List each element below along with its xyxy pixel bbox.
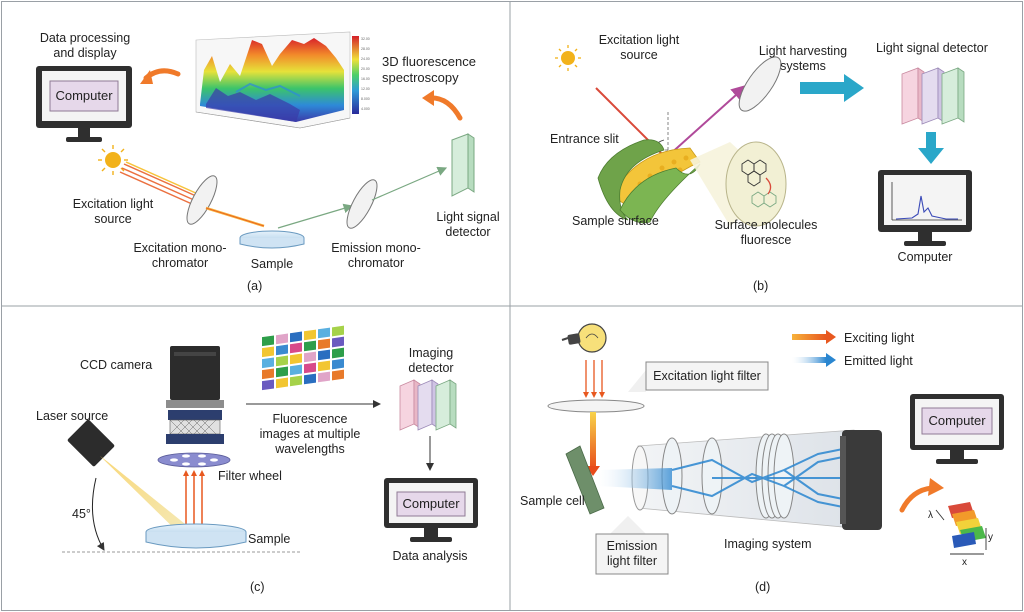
spectrum-3d-plot: 32.00 28.00 24.00 20.00 16.00 12.00 8.000 4.0… [195, 31, 370, 129]
label-detector-a: Light signal detector [436, 210, 500, 239]
label-excitation-filter: Excitation light filter [653, 369, 761, 383]
label-angle: 45° [72, 507, 91, 521]
label-fluor-images: Fluorescence images at multiple waveleng… [259, 412, 361, 456]
label-emitted-light: Emitted light [844, 354, 913, 368]
label-data-processing: Data processing and display [39, 31, 131, 60]
ccd-camera-icon [166, 346, 224, 444]
label-excitation-source-a: Excitation light source [72, 197, 154, 226]
panel-b-graphics [555, 45, 972, 246]
label-entrance-slit: Entrance slit [550, 132, 619, 146]
caption-d: (d) [755, 580, 771, 594]
teal-arrow-right [800, 74, 864, 102]
caption-a: (a) [247, 279, 263, 293]
legend-exciting-arrow [792, 330, 836, 344]
label-exciting-light: Exciting light [844, 331, 915, 345]
teal-arrow-down [918, 132, 944, 164]
panel-a-graphics: 32.00 28.00 24.00 20.00 16.00 12.00 8.000 4.0… [36, 31, 475, 249]
label-sample-a: Sample [250, 257, 294, 271]
label-emission-mono: Emission mono- chromator [331, 241, 421, 270]
computer-d-label: Computer [928, 413, 986, 428]
hyperspectral-cube [935, 502, 987, 555]
label-filter-wheel: Filter wheel [218, 469, 282, 483]
fluorescence-tiles [262, 325, 344, 391]
svg-text:32.00: 32.00 [361, 37, 370, 41]
svg-text:8.000: 8.000 [361, 97, 370, 101]
label-emission-filter: Emission light filter [606, 539, 658, 568]
corn-sample-icon [597, 139, 701, 224]
label-laser: Laser source [36, 409, 109, 423]
label-computer-b: Computer [897, 250, 953, 264]
label-ccd: CCD camera [80, 358, 153, 372]
filter-wheel-icon [157, 452, 231, 468]
label-sample-c: Sample [248, 532, 291, 546]
legend-emitted-arrow [792, 353, 836, 367]
detector-c [399, 379, 457, 431]
label-imaging-system: Imaging system [724, 537, 812, 551]
label-sample-cell: Sample cell [520, 494, 585, 508]
svg-text:4.000: 4.000 [361, 107, 370, 111]
molecule-zoom-icon [725, 141, 787, 227]
axis-y-label: y [988, 532, 993, 543]
svg-text:24.00: 24.00 [361, 57, 370, 61]
computer-c-label: Computer [402, 496, 460, 511]
svg-text:16.00: 16.00 [361, 77, 370, 81]
monitor-b-icon [878, 170, 972, 246]
axis-x-label: x [962, 557, 967, 568]
caption-c: (c) [250, 580, 265, 594]
bulb-icon [561, 323, 607, 353]
label-excitation-source-b: Excitation light source [598, 33, 680, 62]
label-harvesting: Light harvesting systems [758, 44, 848, 73]
label-molecules: Surface molecules fluoresce [714, 218, 818, 247]
label-excitation-mono: Excitation mono- chromator [133, 241, 227, 270]
svg-text:20.00: 20.00 [361, 67, 370, 71]
laser-source-icon [67, 419, 115, 467]
detector-a [451, 133, 475, 197]
detector-b [901, 67, 965, 125]
axis-lambda-label: λ [928, 510, 933, 521]
monitor-a-icon [36, 66, 132, 142]
sample-dish-c [145, 523, 247, 549]
label-3d-fluorescence: 3D fluorescence spectroscopy [382, 54, 476, 85]
panel-c-graphics [62, 325, 478, 553]
label-imaging-detector: Imaging detector [408, 346, 454, 375]
monitor-d-icon [910, 394, 1004, 464]
svg-text:12.00: 12.00 [361, 87, 370, 91]
label-data-analysis: Data analysis [392, 549, 468, 563]
panel-d-graphics [547, 323, 1004, 575]
monitor-c-icon [384, 478, 478, 542]
svg-text:28.00: 28.00 [361, 47, 370, 51]
caption-b: (b) [753, 279, 769, 293]
sample-dish-a [239, 230, 305, 249]
sun-b-icon [555, 45, 581, 71]
label-detector-b: Light signal detector [876, 41, 988, 55]
computer-a-label: Computer [55, 88, 113, 103]
sun-a-icon [98, 145, 128, 175]
label-sample-surface: Sample surface [572, 214, 659, 228]
